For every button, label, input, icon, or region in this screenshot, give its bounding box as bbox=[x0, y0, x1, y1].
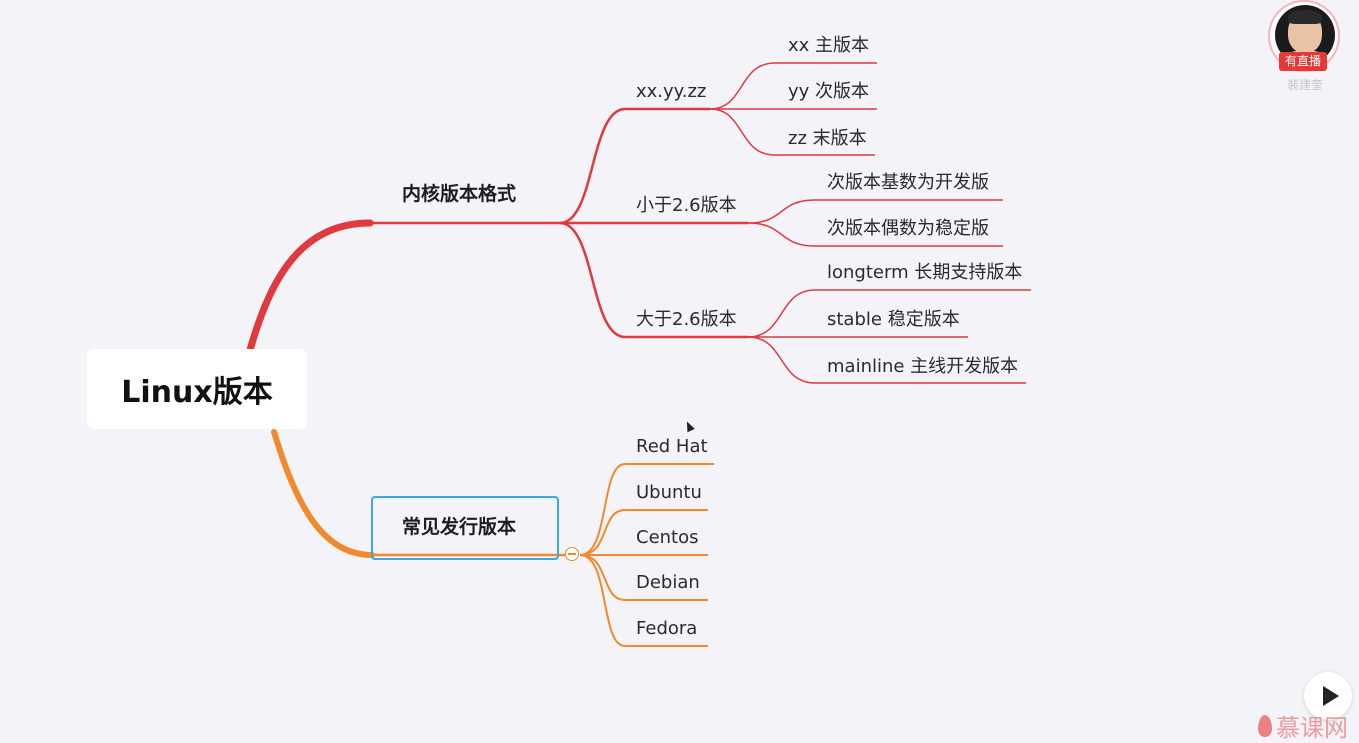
node-odd-dev[interactable]: 次版本基数为开发版 bbox=[827, 172, 989, 193]
node-mainline[interactable]: mainline 主线开发版本 bbox=[827, 356, 1019, 377]
node-debian[interactable]: Debian bbox=[636, 572, 700, 593]
edge-d-c2 bbox=[579, 509, 708, 556]
edge-g3-c1 bbox=[747, 289, 1031, 338]
edge-kernel-g3 bbox=[559, 221, 748, 339]
node-longterm[interactable]: longterm 长期支持版本 bbox=[827, 262, 1023, 283]
node-distros[interactable]: 常见发行版本 bbox=[402, 516, 517, 538]
node-version-pattern[interactable]: xx.yy.zz bbox=[636, 81, 707, 102]
node-patch-version[interactable]: zz 末版本 bbox=[788, 128, 867, 149]
presenter-name: 裴建奎 bbox=[1287, 78, 1324, 92]
edge-d-c4 bbox=[579, 554, 708, 601]
watermark-logo: 慕课网 bbox=[1258, 708, 1348, 743]
edge-g2-c2 bbox=[747, 222, 1003, 247]
node-kernel-format[interactable]: 内核版本格式 bbox=[402, 183, 517, 205]
root-node[interactable]: Linux版本 bbox=[87, 349, 307, 429]
selected-node-outline bbox=[371, 496, 559, 560]
edge-g2-c1 bbox=[747, 199, 1003, 224]
node-major-version[interactable]: xx 主版本 bbox=[788, 35, 870, 56]
edge-d-c1 bbox=[579, 463, 714, 556]
node-after-2-6[interactable]: 大于2.6版本 bbox=[636, 309, 737, 330]
node-redhat[interactable]: Red Hat bbox=[636, 436, 708, 457]
play-icon[interactable] bbox=[1304, 672, 1352, 720]
edge-g1-c1 bbox=[709, 62, 877, 110]
collapse-toggle-icon[interactable] bbox=[565, 547, 579, 561]
edge-root-kernel bbox=[246, 219, 374, 354]
edge-kernel-g1 bbox=[559, 107, 710, 225]
edge-root-distros bbox=[271, 429, 375, 558]
node-even-stable[interactable]: 次版本偶数为稳定版 bbox=[827, 218, 989, 239]
node-minor-version[interactable]: yy 次版本 bbox=[788, 81, 870, 102]
flame-icon bbox=[1258, 714, 1272, 737]
node-before-2-6[interactable]: 小于2.6版本 bbox=[636, 195, 737, 216]
edge-g1-c3 bbox=[709, 108, 875, 156]
node-fedora[interactable]: Fedora bbox=[636, 618, 698, 639]
node-stable[interactable]: stable 稳定版本 bbox=[827, 309, 960, 330]
edge-g3-c3 bbox=[747, 336, 1026, 384]
node-ubuntu[interactable]: Ubuntu bbox=[636, 482, 702, 503]
edge-d-c5 bbox=[579, 554, 708, 647]
node-centos[interactable]: Centos bbox=[636, 527, 699, 548]
live-badge[interactable]: 有直播 bbox=[1279, 52, 1327, 71]
watermark-text: 慕课网 bbox=[1276, 714, 1348, 742]
